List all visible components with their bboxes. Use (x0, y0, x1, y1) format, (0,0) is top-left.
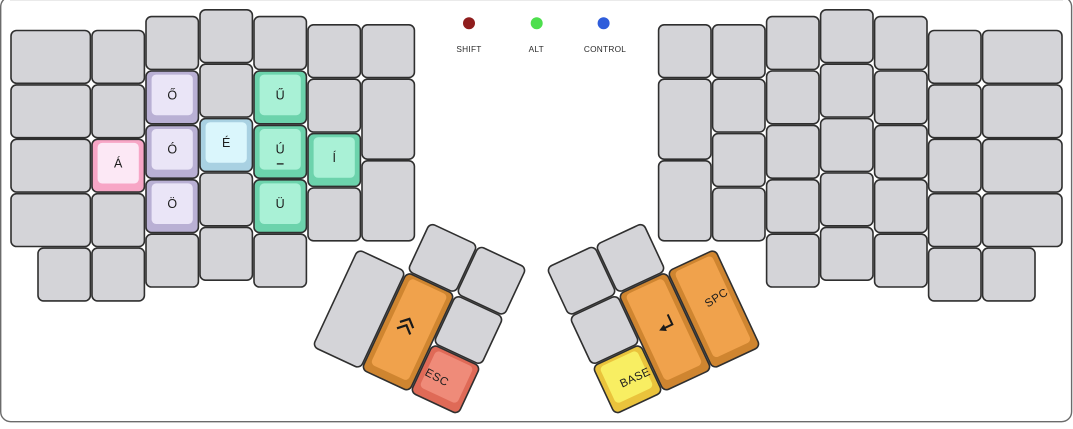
svg-text:Ű: Ű (276, 87, 285, 102)
svg-text:SHIFT: SHIFT (456, 44, 481, 54)
svg-text:Ú: Ú (276, 142, 285, 157)
svg-text:É: É (222, 135, 230, 150)
svg-text:Ü: Ü (276, 197, 285, 211)
svg-text:Ö: Ö (167, 197, 177, 211)
svg-text:Á: Á (114, 156, 123, 171)
svg-text:Ó: Ó (167, 142, 177, 157)
svg-text:Í: Í (332, 150, 336, 165)
svg-text:Ő: Ő (167, 87, 177, 102)
svg-text:ALT: ALT (529, 44, 544, 54)
svg-text:CONTROL: CONTROL (584, 44, 626, 54)
